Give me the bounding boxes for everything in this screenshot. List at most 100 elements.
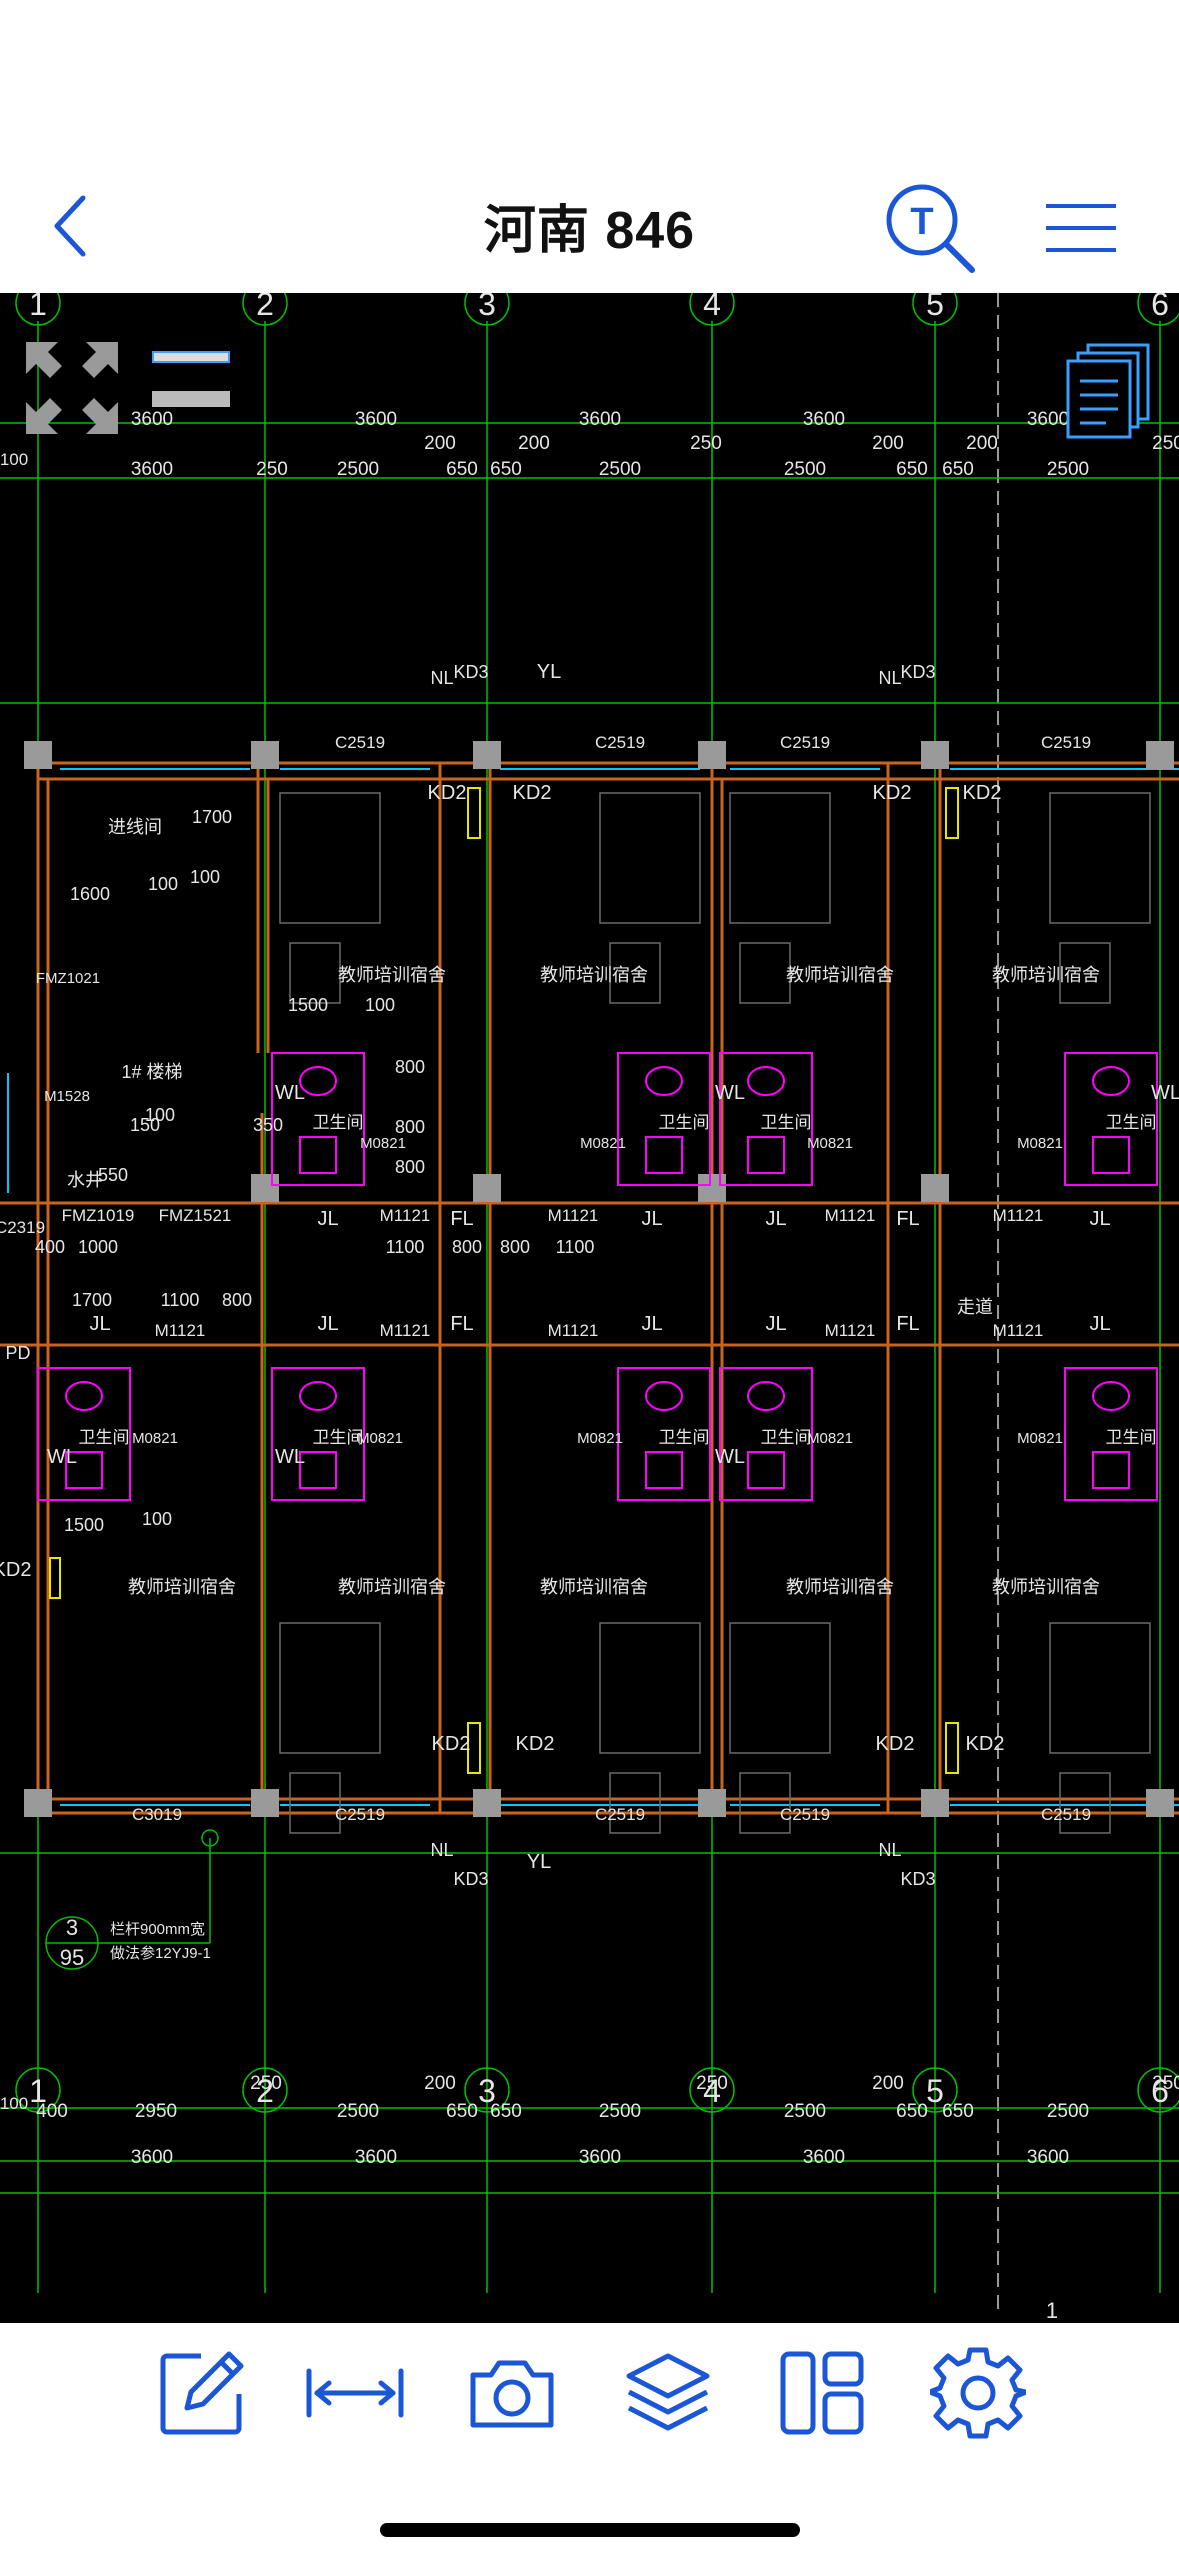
jl-label: JL — [765, 1313, 786, 1335]
bed-outline — [729, 792, 831, 924]
shower-tray — [645, 1136, 683, 1174]
inner-dimension: 1500 — [64, 1515, 104, 1535]
dimension-text: 3600 — [355, 409, 397, 430]
room-name-toilet: 卫生间 — [313, 1113, 364, 1132]
layout-sheets-icon — [1066, 343, 1150, 439]
back-button[interactable] — [36, 186, 106, 266]
kd2-label: KD2 — [516, 1733, 555, 1755]
door-code: M1121 — [380, 1321, 431, 1340]
desk-outline — [609, 942, 661, 1004]
desk-outline — [1059, 942, 1111, 1004]
text-search-button[interactable]: T — [880, 180, 980, 280]
axis-label: 4 — [703, 2073, 721, 2109]
fire-door-code: FMZ1521 — [159, 1206, 232, 1225]
shower-tray — [1092, 1451, 1130, 1489]
inner-dimension: 1700 — [72, 1290, 112, 1310]
dimension-text: 250 — [1152, 433, 1179, 454]
fl-label: FL — [896, 1313, 919, 1335]
toilet-room-outline — [617, 1367, 711, 1501]
bed-outline — [1049, 792, 1151, 924]
structural-column — [24, 741, 52, 769]
svg-text:T: T — [910, 201, 933, 243]
room-name-dorm: 教师培训宿舍 — [786, 965, 894, 985]
dimension-text: 2500 — [337, 459, 379, 480]
menu-button[interactable] — [1040, 194, 1120, 264]
toilet-room-outline — [1064, 1367, 1158, 1501]
axis-bubble — [242, 293, 288, 326]
dimension-text: 3600 — [131, 2147, 173, 2168]
room-name-toilet: 卫生间 — [659, 1113, 710, 1132]
lineweight-toggle-button[interactable] — [150, 343, 232, 413]
dimension-text: 3600 — [579, 2147, 621, 2168]
jl-label: JL — [765, 1208, 786, 1230]
door-code: M0821 — [1017, 1135, 1063, 1152]
dimension-text: 200 — [872, 2073, 904, 2094]
yl-label: YL — [527, 1851, 551, 1873]
layers-button[interactable] — [618, 2343, 718, 2443]
dimension-text: 650 — [942, 2101, 974, 2122]
toilet-room-outline — [1064, 1052, 1158, 1186]
shower-tray — [747, 1136, 785, 1174]
dimension-text: 650 — [446, 2101, 478, 2122]
dimension-text: 650 — [446, 459, 478, 480]
kd2-label: KD2 — [432, 1733, 471, 1755]
inner-dimension: 400 — [35, 1237, 65, 1257]
room-name-toilet: 卫生间 — [659, 1428, 710, 1447]
door-code: M0821 — [360, 1135, 406, 1152]
structural-column — [251, 1789, 279, 1817]
layout-button[interactable] — [772, 2343, 872, 2443]
door-code: M0821 — [1017, 1430, 1063, 1447]
dimension-text: 400 — [36, 2101, 68, 2122]
desk-outline — [739, 1772, 791, 1834]
structural-column — [251, 741, 279, 769]
inner-dimension: 800 — [395, 1117, 425, 1137]
structural-column — [921, 741, 949, 769]
inner-dimension: 800 — [500, 1237, 530, 1257]
toilet-room-outline — [37, 1367, 131, 1501]
axis-bubble — [464, 293, 510, 326]
window-code: C2519 — [335, 1805, 385, 1824]
nl-label: NL — [430, 668, 453, 688]
door-code: M0821 — [807, 1135, 853, 1152]
washbasin — [1092, 1381, 1130, 1411]
inner-dimension: 350 — [253, 1115, 283, 1135]
structural-column — [473, 1789, 501, 1817]
door-code: M0821 — [577, 1430, 623, 1447]
axis-bubble — [689, 293, 735, 326]
axis-bubble — [15, 293, 61, 326]
jl-label: JL — [317, 1208, 338, 1230]
washbasin — [645, 1066, 683, 1096]
measure-button[interactable] — [305, 2343, 405, 2443]
axis-label: 2 — [256, 2073, 274, 2109]
kd2-label: KD2 — [0, 1559, 31, 1581]
structural-column — [698, 741, 726, 769]
door-code: M1121 — [548, 1321, 599, 1340]
shower-tray — [645, 1451, 683, 1489]
room-name-shaft: 进线间 — [108, 817, 162, 837]
washbasin — [299, 1381, 337, 1411]
kd3-label: KD3 — [453, 662, 488, 682]
inner-dimension: 1100 — [556, 1237, 595, 1257]
axis-label: 5 — [926, 293, 944, 322]
pencil-edit-icon — [160, 2351, 244, 2435]
axis-bubble — [1137, 2067, 1179, 2113]
bottom-toolbar — [0, 2323, 1179, 2556]
dimension-text: 3600 — [355, 2147, 397, 2168]
desk-outline — [289, 942, 341, 1004]
dimension-text: 250 — [696, 2073, 728, 2094]
settings-button[interactable] — [928, 2343, 1028, 2443]
shower-tray — [299, 1451, 337, 1489]
edit-annotate-button[interactable] — [152, 2343, 252, 2443]
fullscreen-button[interactable] — [22, 338, 122, 438]
layout-sheets-button[interactable] — [1062, 341, 1158, 441]
nl-label: NL — [878, 1840, 901, 1860]
screenshot-button[interactable] — [462, 2343, 562, 2443]
fire-door-code: FMZ1021 — [36, 970, 100, 987]
dimension-text: 200 — [518, 433, 550, 454]
nav-bar: 河南 846 T — [0, 150, 1179, 293]
axis-bubble — [242, 2067, 288, 2113]
jl-label: JL — [317, 1313, 338, 1335]
window-code: C2519 — [1041, 1805, 1091, 1824]
axis-bubble — [1137, 293, 1179, 326]
